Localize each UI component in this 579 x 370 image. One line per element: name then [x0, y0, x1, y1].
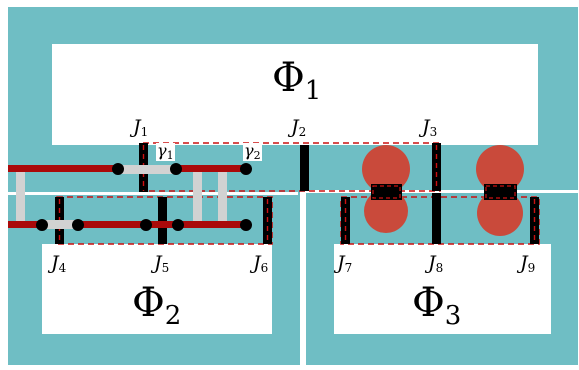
- gap-horizontal-left: [8, 192, 298, 195]
- junction-label-j7: J7: [337, 252, 353, 275]
- junction-label-j9: J9: [520, 252, 536, 275]
- junction-j8: [432, 193, 441, 244]
- node: [36, 219, 48, 231]
- node: [72, 219, 84, 231]
- junction-label-j4: J4: [51, 252, 67, 275]
- island-label-phi2: Φ2: [132, 280, 182, 331]
- rung-left: [16, 170, 25, 225]
- gap-horizontal-right: [305, 190, 578, 193]
- rung-mid-2: [218, 170, 227, 225]
- junction-label-j6: J6: [253, 252, 269, 275]
- junction-label-j2: J2: [291, 116, 307, 139]
- node: [240, 219, 252, 231]
- node: [170, 163, 182, 175]
- junction-label-j3: J3: [422, 116, 438, 139]
- rung-top-gamma1: [118, 165, 176, 174]
- junction-label-j8: J8: [428, 252, 444, 275]
- wire-top-left: [8, 165, 118, 172]
- island-label-phi1: Φ1: [272, 55, 322, 106]
- rung-bottom-left: [42, 220, 78, 229]
- junction-j5: [158, 197, 167, 244]
- wire-bottom-mid: [78, 221, 178, 228]
- rung-mid-1: [193, 170, 202, 225]
- junction-j2: [300, 145, 309, 191]
- node: [240, 163, 252, 175]
- wire-top-right: [176, 165, 246, 172]
- qubit-right: [476, 145, 524, 236]
- junction-label-j5: J5: [154, 252, 170, 275]
- node: [140, 219, 152, 231]
- gap-vertical: [300, 192, 306, 366]
- qubit-left: [362, 145, 410, 233]
- path-label-gamma1: γ1: [156, 141, 175, 162]
- island-label-phi3: Φ3: [412, 280, 462, 331]
- island-phi3: [334, 244, 551, 334]
- wire-bottom-right: [178, 221, 246, 228]
- path-label-gamma2: γ2: [243, 141, 262, 162]
- wire-bottom-left: [8, 221, 42, 228]
- junction-label-j1: J1: [133, 116, 149, 139]
- island-phi2: [42, 244, 272, 334]
- node: [112, 163, 124, 175]
- node: [172, 219, 184, 231]
- island-phi1: [52, 44, 538, 145]
